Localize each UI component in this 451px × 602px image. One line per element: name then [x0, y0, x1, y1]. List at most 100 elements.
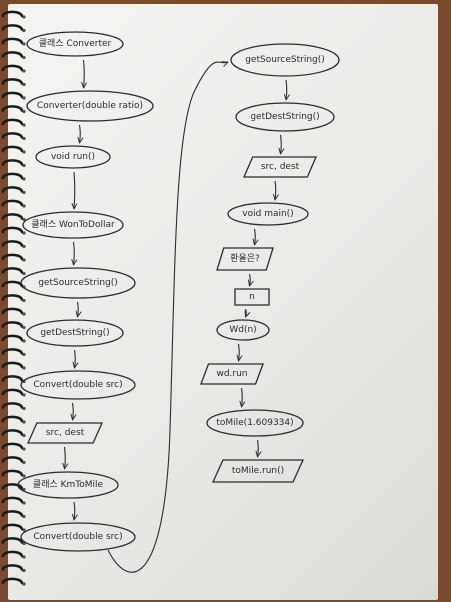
binding-hole — [22, 460, 26, 465]
node-shape — [26, 90, 154, 122]
binding-ring — [1, 361, 24, 369]
node-shape — [26, 319, 124, 347]
node-label: Wd(n) — [229, 325, 256, 335]
node-label: getDestString() — [40, 328, 109, 338]
binding-hole — [22, 406, 26, 411]
binding-hole — [22, 582, 26, 586]
node-label: 환율은? — [230, 252, 260, 264]
node-label: toMile(1.609334) — [216, 418, 293, 428]
binding-hole — [22, 433, 26, 438]
binding-ring — [1, 483, 24, 490]
node-shape — [22, 211, 124, 239]
node-shape — [206, 409, 304, 437]
binding-ring — [1, 267, 24, 274]
node-label: getSourceString() — [245, 55, 325, 65]
binding-hole — [22, 352, 26, 357]
binding-ring — [1, 469, 24, 477]
left-arrow-2 — [80, 124, 81, 143]
binding-hole — [22, 217, 26, 222]
node-label: wd.run — [216, 369, 247, 379]
binding-hole — [22, 231, 26, 235]
node-get-source-string-left: getSourceString() — [20, 267, 136, 299]
binding-hole — [22, 150, 26, 154]
binding-hole — [22, 393, 26, 397]
binding-ring — [1, 348, 24, 355]
binding-hole — [22, 366, 26, 370]
binding-hole — [22, 190, 26, 195]
binding-ring — [1, 186, 24, 193]
node-src-dest-left: src, dest — [27, 422, 103, 444]
node-shape — [20, 522, 136, 552]
binding-ring — [1, 334, 24, 342]
binding-hole — [22, 28, 26, 33]
right-arrow-6 — [246, 308, 247, 317]
right-arrow-7 — [239, 343, 240, 361]
binding-hole — [22, 447, 26, 451]
binding-hole — [22, 271, 26, 276]
right-arrow-9 — [258, 439, 259, 457]
binding-hole — [22, 177, 26, 181]
binding-ring — [1, 415, 24, 423]
binding-hole — [22, 55, 26, 60]
node-shape — [211, 459, 305, 483]
node-class-km-to-mile: 클래스 KmToMile — [17, 471, 119, 499]
node-get-source-string-right: getSourceString() — [230, 43, 340, 77]
binding-ring — [1, 105, 24, 112]
binding-hole — [22, 163, 26, 168]
node-label: 클래스 WonToDollar — [31, 219, 115, 230]
node-shape — [227, 202, 309, 226]
node-label: src, dest — [261, 162, 300, 172]
node-src-dest-right: src, dest — [243, 156, 317, 178]
binding-ring — [1, 145, 24, 153]
node-converter-constructor: Converter(double ratio) — [26, 90, 154, 122]
node-get-dest-string-right: getDestString() — [235, 102, 335, 132]
binding-hole — [22, 123, 26, 127]
binding-hole — [22, 339, 26, 343]
binding-ring — [1, 132, 24, 139]
binding-ring — [1, 442, 24, 450]
node-label: Converter(double ratio) — [37, 101, 143, 111]
binding-ring — [1, 64, 24, 72]
binding-hole — [22, 312, 26, 316]
node-class-converter: 클래스 Converter — [26, 31, 124, 57]
node-wd-constructor: Wd(n) — [216, 319, 270, 341]
binding-ring — [1, 118, 24, 126]
right-arrow-8 — [242, 387, 243, 407]
node-class-won-to-dollar: 클래스 WonToDollar — [22, 211, 124, 239]
binding-ring — [1, 577, 24, 585]
binding-hole — [22, 204, 26, 208]
binding-hole — [22, 420, 26, 424]
binding-ring — [1, 429, 24, 436]
node-exchange-rate-prompt: 환율은? — [216, 247, 274, 271]
binding-ring — [1, 510, 24, 517]
node-convert-left-1: Convert(double src) — [20, 370, 136, 400]
node-label: n — [249, 292, 255, 302]
binding-ring — [1, 388, 24, 396]
node-shape — [230, 43, 340, 77]
binding-ring — [1, 523, 24, 531]
left-arrow-4 — [74, 241, 75, 265]
node-to-mile-run: toMile.run() — [211, 459, 305, 483]
right-arrow-3 — [275, 180, 276, 200]
binding-hole — [22, 96, 26, 100]
node-label: 클래스 KmToMile — [33, 479, 104, 490]
binding-ring — [1, 78, 24, 85]
binding-ring — [1, 375, 24, 382]
connector-line — [107, 62, 228, 573]
binding-ring — [1, 253, 24, 261]
binding-hole — [22, 514, 26, 519]
flow-arrows — [65, 59, 287, 520]
node-void-run: void run() — [35, 145, 111, 169]
node-convert-left-2: Convert(double src) — [20, 522, 136, 552]
left-arrow-6 — [75, 349, 76, 368]
left-arrow-8 — [65, 446, 66, 469]
binding-ring — [1, 496, 24, 504]
node-shape — [35, 145, 111, 169]
node-n-input: n — [234, 288, 270, 306]
binding-ring — [1, 564, 24, 571]
binding-ring — [1, 537, 24, 544]
node-shape — [26, 31, 124, 57]
binding-ring — [1, 51, 24, 58]
